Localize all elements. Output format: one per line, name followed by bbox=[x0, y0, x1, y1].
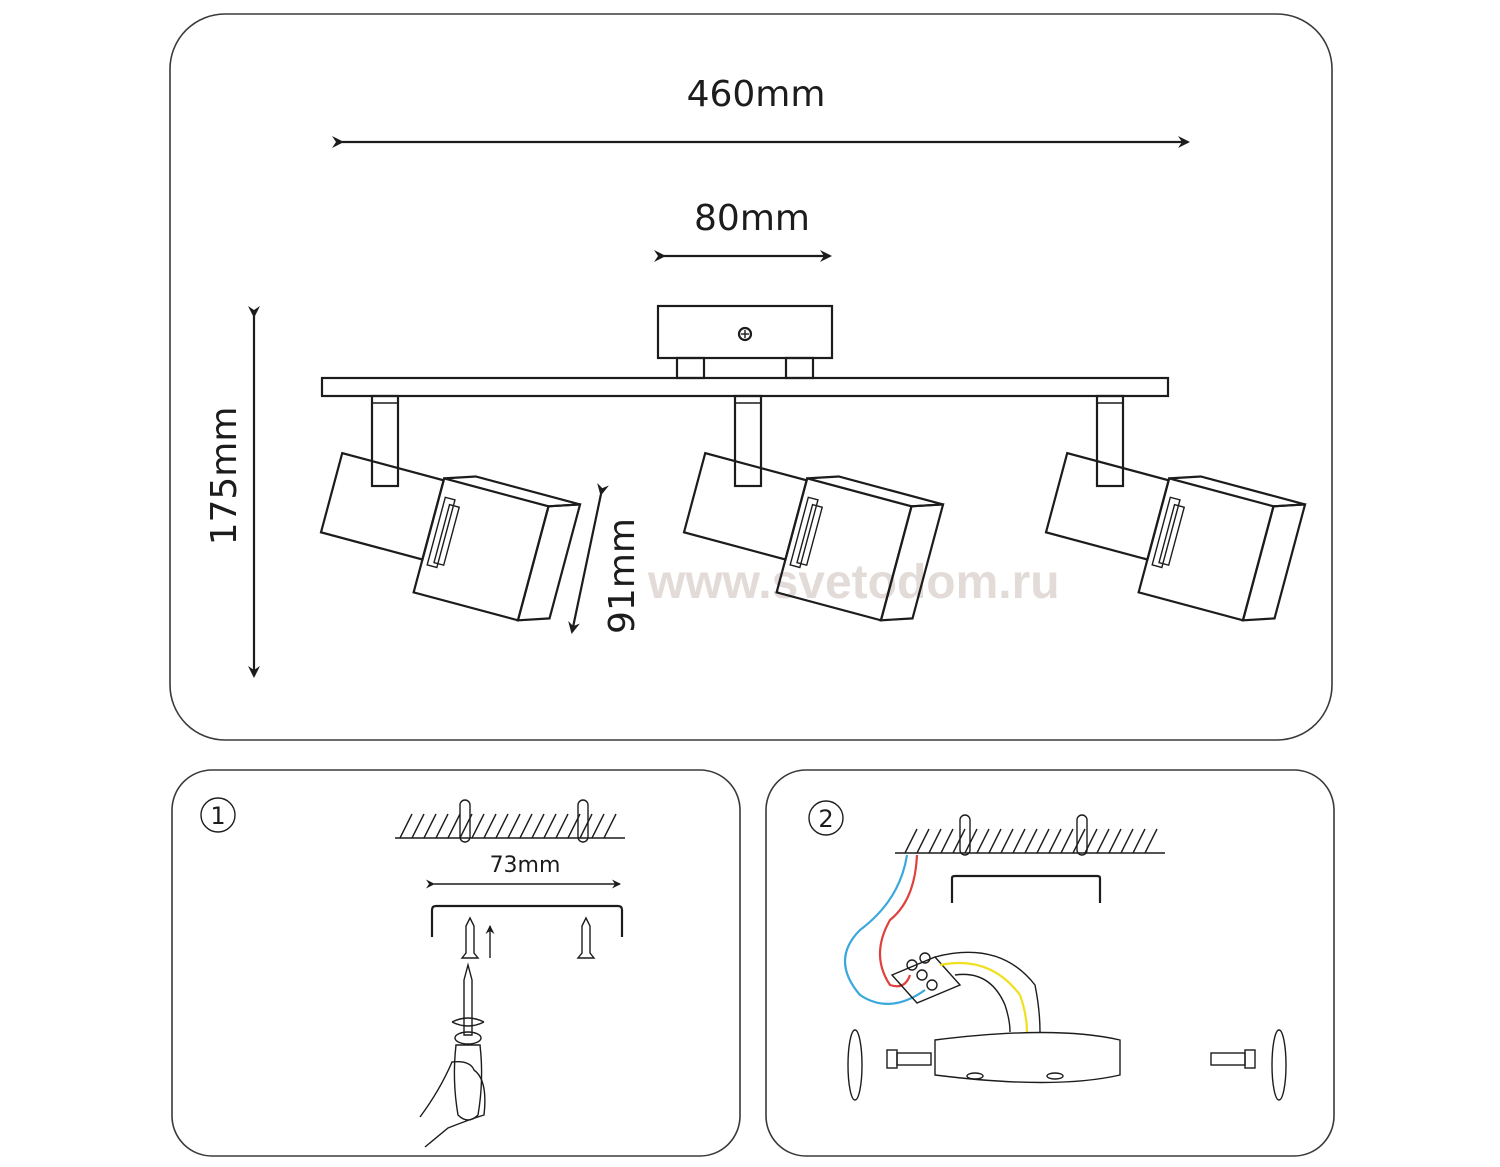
hatch-line bbox=[988, 828, 1002, 854]
watermark: www.svetodom.ru bbox=[647, 556, 1060, 609]
hatch-line bbox=[940, 828, 954, 854]
hatch-line bbox=[411, 813, 425, 839]
hatch-line bbox=[1144, 828, 1158, 854]
ceiling-hatch-1 bbox=[395, 813, 625, 839]
hatch-line bbox=[519, 813, 533, 839]
hatch-line bbox=[976, 828, 990, 854]
hatch-line bbox=[603, 813, 617, 839]
hatch-line bbox=[543, 813, 557, 839]
canopy-width-label: 80mm bbox=[694, 198, 810, 239]
hatch-line bbox=[483, 813, 497, 839]
hatch-line bbox=[952, 828, 966, 854]
step-1-number: 1 bbox=[210, 802, 225, 830]
hatch-line bbox=[1108, 828, 1122, 854]
hatch-line bbox=[1132, 828, 1146, 854]
hatch-line bbox=[1096, 828, 1110, 854]
screwdriver-hand-icon bbox=[419, 962, 486, 1148]
hatch-line bbox=[591, 813, 605, 839]
bolt-icon bbox=[886, 1049, 1256, 1069]
hatch-line bbox=[471, 813, 485, 839]
fixture-wires bbox=[934, 951, 1041, 1033]
hatch-line bbox=[964, 828, 978, 854]
hatch-line bbox=[1000, 828, 1014, 854]
shade-length-arrow bbox=[568, 482, 609, 634]
overall-length-label: 460mm bbox=[687, 74, 826, 115]
hatch-line bbox=[447, 813, 461, 839]
hatch-line bbox=[916, 828, 930, 854]
hatch-line bbox=[579, 813, 593, 839]
bracket-spacing-label: 73mm bbox=[490, 853, 561, 878]
wall-anchor-icon bbox=[459, 799, 589, 843]
overall-height-label: 175mm bbox=[204, 407, 245, 546]
mounting-bracket bbox=[950, 874, 1102, 903]
step-1-panel bbox=[171, 769, 741, 1157]
hatch-line bbox=[1048, 828, 1062, 854]
hatch-line bbox=[555, 813, 569, 839]
wall-anchor-icon bbox=[959, 814, 1088, 856]
hatch-line bbox=[1036, 828, 1050, 854]
hatch-line bbox=[1012, 828, 1026, 854]
hatch-line bbox=[904, 828, 918, 854]
hatch-line bbox=[507, 813, 521, 839]
shade-length-label: 91mm bbox=[602, 518, 643, 634]
step-2-panel bbox=[765, 769, 1335, 1157]
hatch-line bbox=[435, 813, 449, 839]
hatch-line bbox=[531, 813, 545, 839]
hatch-line bbox=[423, 813, 437, 839]
hatch-line bbox=[399, 813, 413, 839]
hatch-line bbox=[495, 813, 509, 839]
hatch-line bbox=[1120, 828, 1134, 854]
screw-icon bbox=[460, 916, 596, 959]
rotate-arrow-icon bbox=[847, 1029, 1287, 1101]
step-1-badge bbox=[200, 797, 236, 833]
ceiling-hatch-2 bbox=[895, 828, 1165, 854]
hatch-line bbox=[1024, 828, 1038, 854]
hatch-line bbox=[1060, 828, 1074, 854]
step-2-number: 2 bbox=[818, 805, 833, 833]
mounting-bracket bbox=[430, 904, 624, 937]
hatch-line bbox=[928, 828, 942, 854]
hatch-line bbox=[1072, 828, 1086, 854]
canopy-plate bbox=[934, 1031, 1121, 1084]
step-2-badge bbox=[808, 800, 844, 836]
terminal-block-icon bbox=[890, 952, 962, 1004]
